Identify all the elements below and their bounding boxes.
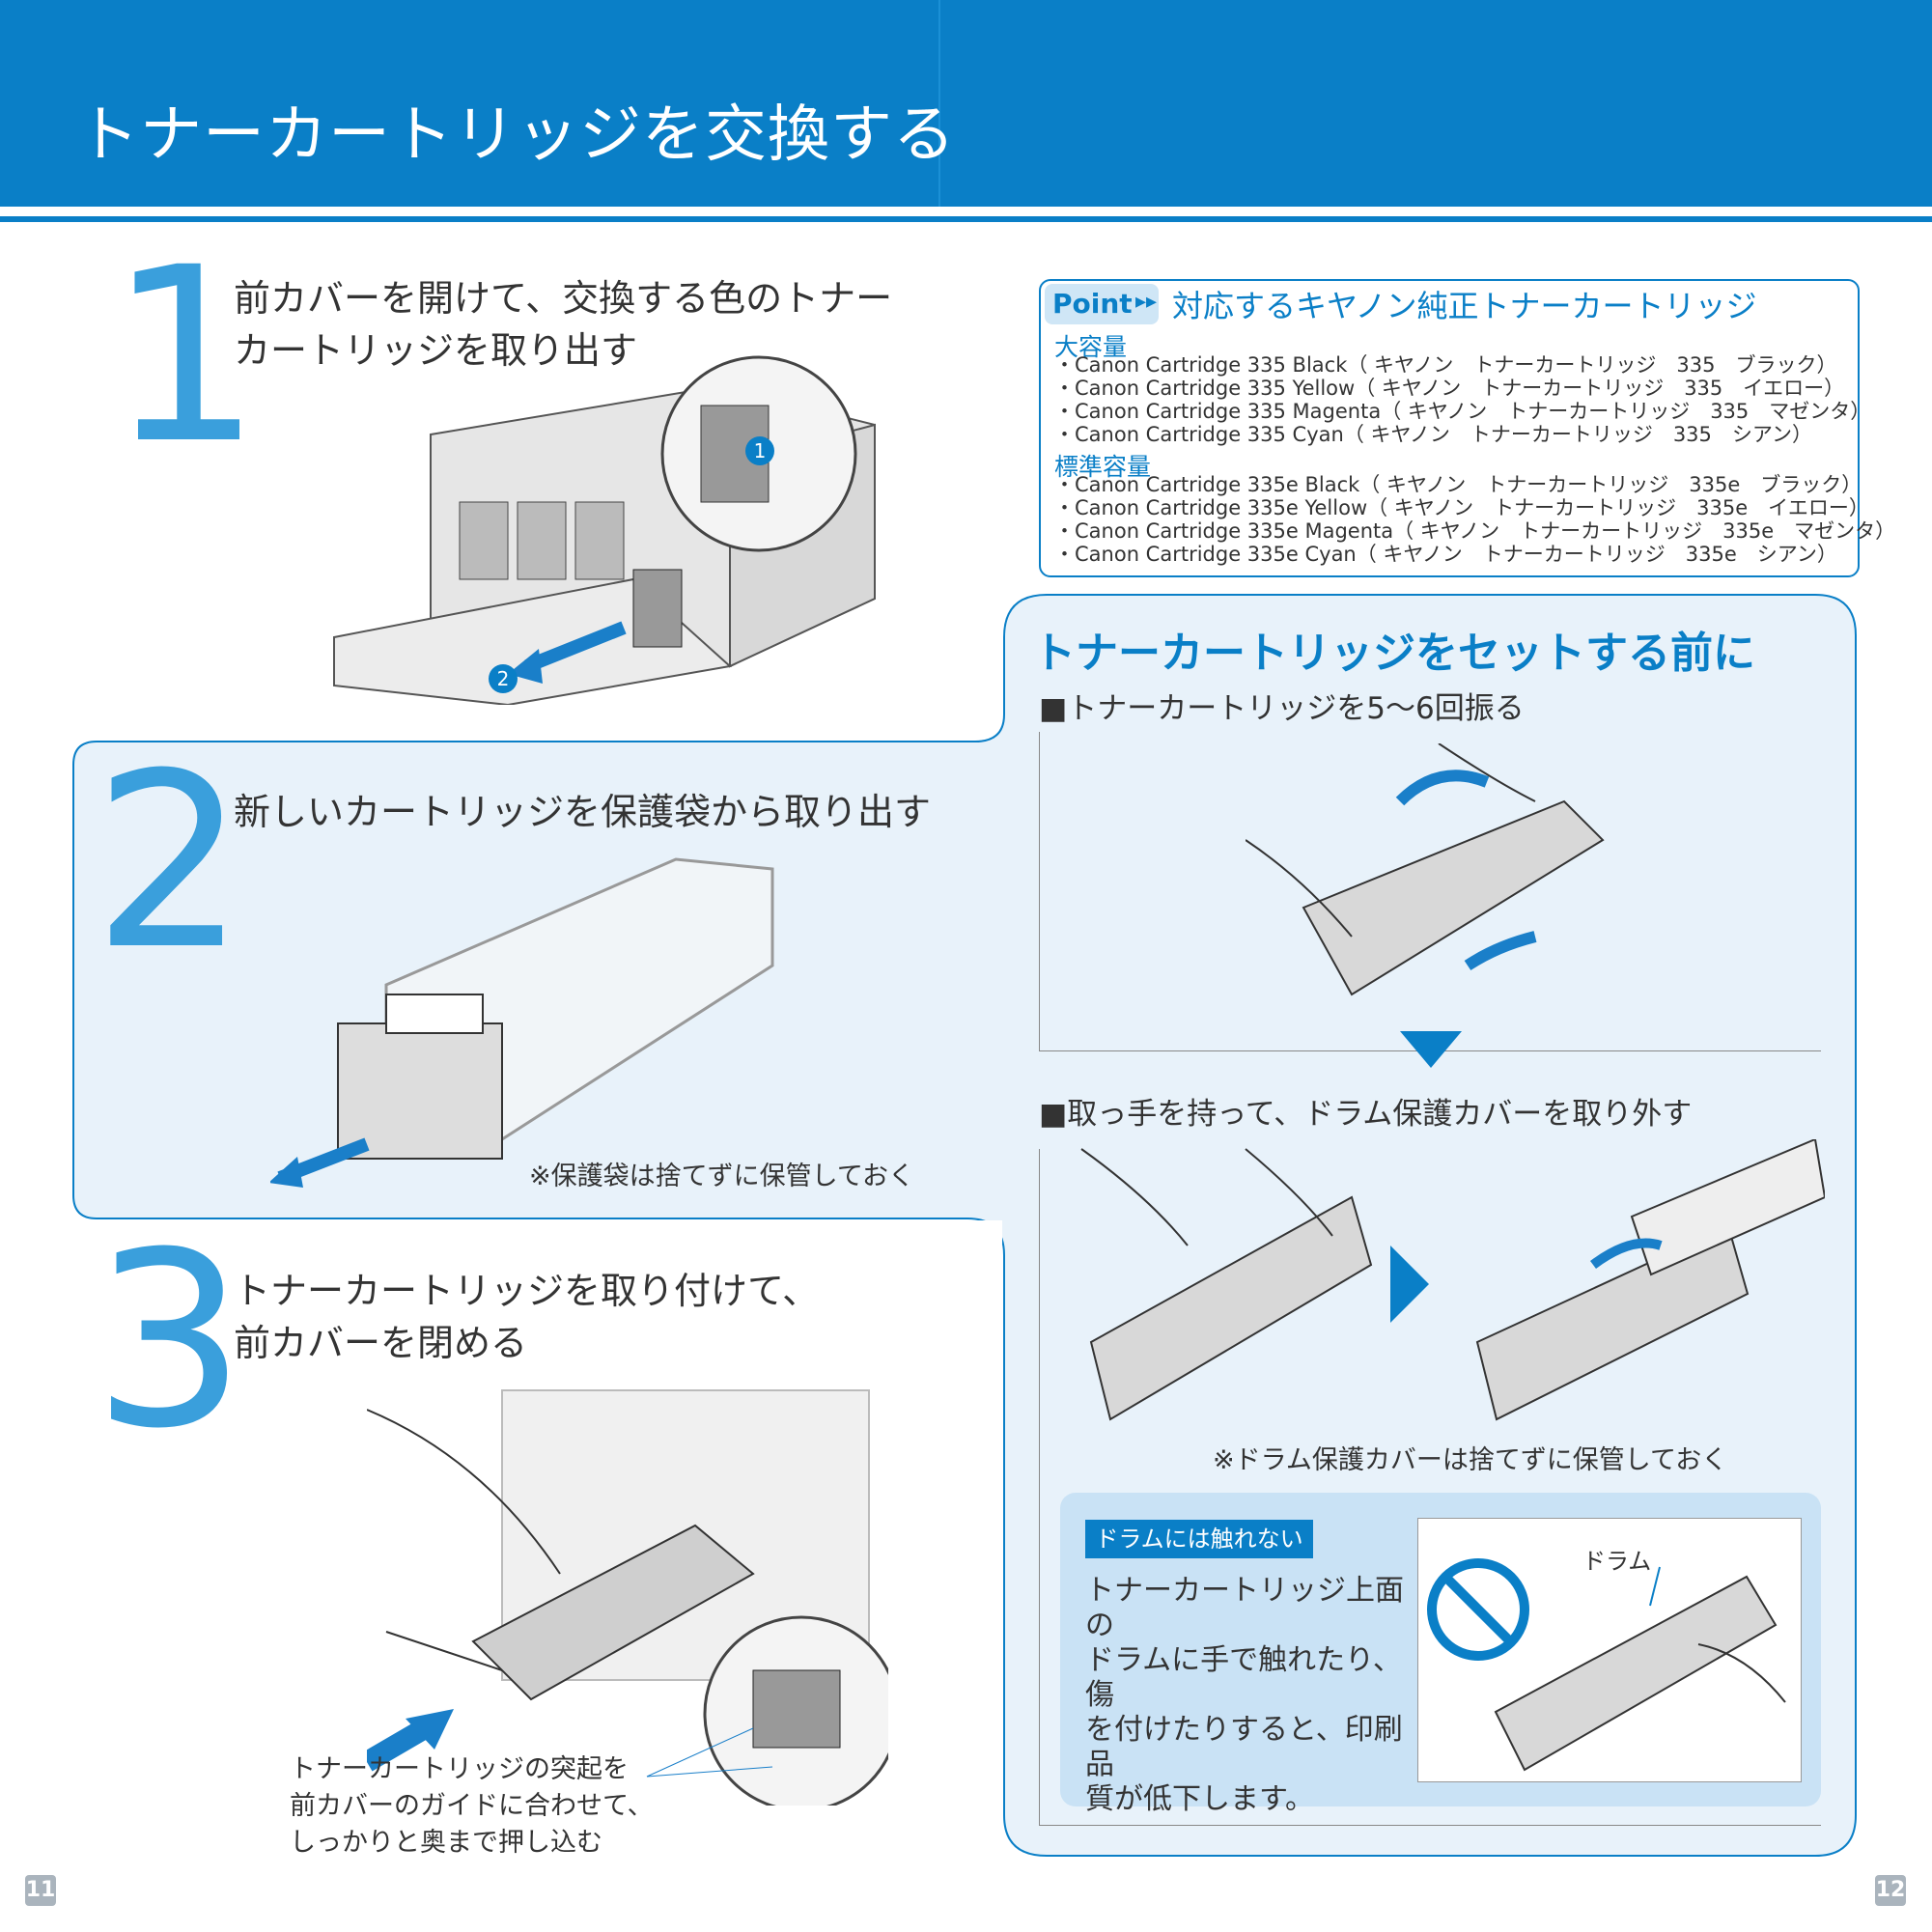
step-number-1: 1: [108, 215, 263, 496]
prohibited-icon: [1427, 1558, 1529, 1661]
section-standard-capacity: 標準容量: [1054, 453, 1152, 481]
drum-illustration: ドラム: [1417, 1518, 1802, 1782]
step2-text: 新しいカートリッジを保護袋から取り出す: [234, 791, 932, 833]
list-item: ・Canon Cartridge 335 Black（ キヤノン トナーカートリ…: [1054, 353, 1837, 377]
list-item: ・Canon Cartridge 335 Yellow（ キヤノン トナーカート…: [1054, 377, 1845, 400]
remove-cover-heading: ■取っ手を持って、ドラム保護カバーを取り外す: [1039, 1097, 1693, 1132]
shake-illustration: [1246, 743, 1605, 996]
drum-label: ドラム: [1582, 1548, 1652, 1575]
list-item: ・Canon Cartridge 335e Yellow（ キヤノン トナーカー…: [1054, 496, 1869, 519]
header-rule: [0, 216, 1932, 222]
standard-capacity-list: ・Canon Cartridge 335e Black（ キヤノン トナーカート…: [1054, 473, 1895, 566]
section-large-capacity: 大容量: [1054, 333, 1128, 361]
warning-line-3: を付けたりすると、印刷品: [1085, 1713, 1403, 1781]
warning-text: トナーカートリッジ上面の ドラムに手で触れたり、傷 を付けたりすると、印刷品 質…: [1085, 1574, 1406, 1817]
printer-illustration: [333, 355, 876, 705]
arrow-right-icon: ▸▸: [1135, 290, 1158, 314]
banner-divider: [938, 0, 940, 207]
warning-tag: ドラムには触れない: [1085, 1520, 1313, 1558]
warning-line-2: ドラムに手で触れたり、傷: [1085, 1643, 1402, 1712]
list-item: ・Canon Cartridge 335 Magenta（ キヤノン トナーカー…: [1054, 400, 1871, 423]
large-capacity-list: ・Canon Cartridge 335 Black（ キヤノン トナーカートリ…: [1054, 353, 1870, 446]
step3-note-line-2: 前カバーのガイドに合わせて、: [290, 1791, 654, 1821]
step3-text: トナーカートリッジを取り付けて、 前カバーを閉める: [234, 1265, 819, 1369]
step1-text: 前カバーを開けて、交換する色のトナー カートリッジを取り出す: [234, 272, 892, 377]
callout-1-icon: 1: [745, 436, 774, 465]
step3-note-line-1: トナーカートリッジの突起を: [290, 1754, 629, 1784]
step-number-2: 2: [93, 721, 247, 1002]
divider: [1039, 732, 1040, 1050]
warning-line-1: トナーカートリッジ上面の: [1085, 1574, 1404, 1642]
point-badge-label: Point: [1052, 288, 1133, 320]
step1-line-2: カートリッジを取り出す: [234, 329, 638, 372]
remove-cover-note: ※ドラム保護カバーは捨てずに保管しておく: [1213, 1445, 1728, 1475]
step3-note-line-3: しっかりと奥まで押し込む: [290, 1828, 602, 1858]
header-banner: [0, 0, 1932, 207]
install-cartridge-illustration: [367, 1389, 888, 1806]
list-item: ・Canon Cartridge 335e Magenta（ キヤノン トナーカ…: [1054, 519, 1896, 543]
callout-2-icon: 2: [489, 664, 518, 693]
point-badge: Point ▸▸: [1045, 284, 1159, 324]
list-item: ・Canon Cartridge 335e Cyan（ キヤノン トナーカートリ…: [1054, 543, 1837, 566]
page-number-left: 11: [25, 1875, 56, 1906]
point-title: 対応するキヤノン純正トナーカートリッジ: [1172, 288, 1757, 324]
cartridge-in-bag-illustration: [270, 857, 774, 1188]
before-setting-title: トナーカートリッジをセットする前に: [1033, 629, 1755, 678]
page-title: トナーカートリッジを交換する: [77, 99, 956, 171]
step2-note: ※保護袋は捨てずに保管しておく: [529, 1162, 915, 1191]
step3-note: トナーカートリッジの突起を 前カバーのガイドに合わせて、 しっかりと奥まで押し込…: [290, 1751, 654, 1862]
list-item: ・Canon Cartridge 335 Cyan（ キヤノン トナーカートリッ…: [1054, 423, 1813, 446]
divider: [1039, 1149, 1040, 1825]
point-box: [1039, 279, 1860, 577]
step1-line-1: 前カバーを開けて、交換する色のトナー: [234, 277, 893, 320]
list-item: ・Canon Cartridge 335e Black（ キヤノン トナーカート…: [1054, 473, 1862, 496]
step-number-3: 3: [93, 1200, 247, 1481]
remove-cover-illustration: [1080, 1139, 1825, 1421]
page-number-right: 12: [1875, 1875, 1906, 1906]
drum-illustration-svg: [1427, 1558, 1786, 1772]
arrow-right-icon: [1390, 1246, 1429, 1323]
step3-line-1: トナーカートリッジを取り付けて、: [234, 1270, 820, 1312]
shake-heading: ■トナーカートリッジを5～6回振る: [1039, 691, 1525, 726]
step3-line-2: 前カバーを閉める: [234, 1322, 528, 1364]
warning-line-4: 質が低下します。: [1085, 1782, 1314, 1816]
arrow-down-icon: [1400, 1031, 1462, 1068]
divider: [1039, 1825, 1821, 1826]
